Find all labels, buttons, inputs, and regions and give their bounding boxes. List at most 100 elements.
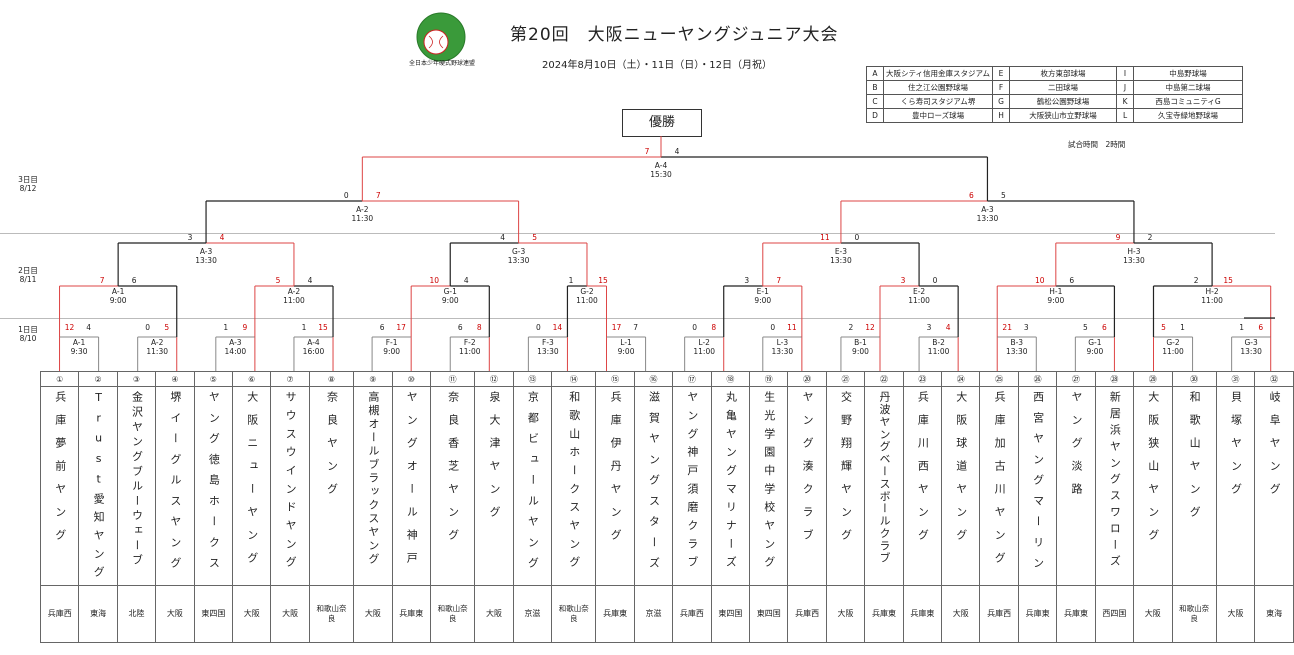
league-logo <box>416 12 466 62</box>
team-name: 大阪ニューヤング <box>245 391 259 575</box>
team-name-cell: ヤング神戸須磨クラブ <box>672 386 712 586</box>
game-score: 10 <box>1035 276 1045 285</box>
team-name-cell: 兵庫伊丹ヤング <box>595 386 635 586</box>
game-score: 14 <box>552 323 563 332</box>
team-name-cell: 新居浜ヤングスワローズ <box>1094 386 1135 586</box>
team-name: 丹波ヤングベースボールクラブ <box>877 391 891 565</box>
team-region: 兵庫西 <box>787 585 827 643</box>
game-score: 10 <box>429 276 439 285</box>
game-score: 7 <box>776 276 782 285</box>
team-name: ヤングオール神戸 <box>405 391 419 575</box>
game-score: 0 <box>343 191 349 200</box>
game-score: 5 <box>1001 191 1006 200</box>
team-region: 兵庫東 <box>864 585 904 643</box>
team-number: ㉔ <box>941 371 981 387</box>
game-score: 2 <box>1193 276 1199 285</box>
team-name: Trust愛知ヤング <box>92 391 106 585</box>
team-name-cell: ヤング湊クラブ <box>787 386 827 586</box>
game-score: 4 <box>674 147 680 156</box>
game-score: 9 <box>242 323 248 332</box>
game-score: 1 <box>568 276 574 285</box>
game-score: 1 <box>223 323 229 332</box>
day-divider <box>0 318 1275 319</box>
team-region: 大阪 <box>232 585 272 643</box>
team-name-cell: 堺イーグルスヤング <box>155 386 195 586</box>
game-score: 4 <box>219 233 225 242</box>
team-region: 兵庫東 <box>1056 585 1096 643</box>
team-region: 和歌山奈良 <box>308 585 355 643</box>
game-score: 5 <box>164 323 170 332</box>
team-name: 兵庫川西ヤング <box>916 391 930 552</box>
game-score: 11 <box>820 233 830 242</box>
game-score: 6 <box>457 323 463 332</box>
game-score: 1 <box>1180 323 1185 332</box>
team-name: 交野翔輝ヤング <box>839 391 853 552</box>
game-score: 0 <box>854 233 860 242</box>
team-region: 大阪 <box>353 585 393 643</box>
team-number: ㉚ <box>1171 371 1217 387</box>
game-score: 3 <box>187 233 193 242</box>
team-name-cell: 岐阜ヤング <box>1254 386 1294 586</box>
team-region: 大阪 <box>270 585 310 643</box>
team-region: 大阪 <box>825 585 866 643</box>
game-score: 9 <box>1115 233 1121 242</box>
team-number: ㉓ <box>902 371 943 387</box>
team-name: 岐阜ヤング <box>1268 391 1282 506</box>
game-score: 5 <box>275 276 281 285</box>
team-region: 兵庫西 <box>979 585 1019 643</box>
team-region: 大阪 <box>1133 585 1173 643</box>
game-score: 4 <box>307 276 313 285</box>
game-score: 0 <box>535 323 541 332</box>
team-name-cell: 兵庫川西ヤング <box>902 386 943 586</box>
game-score: 21 <box>1002 323 1012 332</box>
team-name: 大阪球道ヤング <box>954 391 968 552</box>
team-name-cell: 高槻オールブラックスヤング <box>353 386 393 586</box>
team-name: 金沢ヤングブルーウェーブ <box>130 391 144 569</box>
team-number: ㉑ <box>825 371 866 387</box>
game-time-note: 試合時間 2時間 <box>1068 140 1126 149</box>
team-name-cell: 兵庫夢前ヤング <box>39 386 80 586</box>
game-score: 5 <box>532 233 537 242</box>
game-score: 11 <box>787 323 797 332</box>
game-score: 6 <box>131 276 137 285</box>
team-name: 滋賀ヤングスターズ <box>647 391 661 578</box>
team-number: ㉒ <box>864 371 904 387</box>
team-name: 堺イーグルスヤング <box>168 391 182 578</box>
team-region: 兵庫東 <box>1017 585 1058 643</box>
game-score: 5 <box>1082 323 1088 332</box>
team-name-cell: 貝塚ヤング <box>1215 386 1256 586</box>
team-name: 大阪狭山ヤング <box>1146 391 1160 552</box>
game-score: 1 <box>301 323 307 332</box>
game-score: 6 <box>1258 323 1264 332</box>
team-region: 兵庫西 <box>39 585 80 643</box>
game-score: 2 <box>1147 233 1153 242</box>
game-score: 17 <box>396 323 406 332</box>
team-region: 京滋 <box>633 585 674 643</box>
game-score: 4 <box>945 323 951 332</box>
team-region: 大阪 <box>155 585 195 643</box>
team-name-cell: 滋賀ヤングスターズ <box>633 386 674 586</box>
team-number: ② <box>78 371 118 387</box>
game-score: 0 <box>692 323 698 332</box>
team-number: ⑦ <box>270 371 310 387</box>
team-number: ⑳ <box>787 371 827 387</box>
team-name-cell: 丸亀ヤングマリナーズ <box>710 386 751 586</box>
game-score: 4 <box>463 276 469 285</box>
team-number: ㉜ <box>1254 371 1294 387</box>
